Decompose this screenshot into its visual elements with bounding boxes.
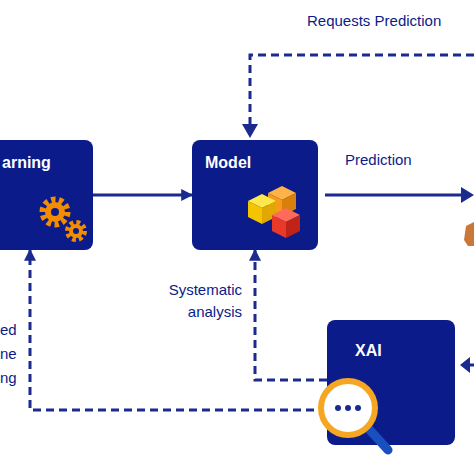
connector-arrow <box>93 194 192 197</box>
edge-label: ed ne ng <box>0 318 22 390</box>
arrow-head <box>460 357 470 373</box>
flow-label: Prediction <box>345 149 412 171</box>
connector-arrow <box>30 250 327 410</box>
gear-icon <box>43 200 84 239</box>
process-box: Model <box>192 140 318 250</box>
flow-label: Requests Prediction <box>307 10 441 32</box>
cube-icon <box>248 186 300 238</box>
arrow-head <box>461 187 474 203</box>
box-title: arning <box>2 154 93 172</box>
arrow-head <box>242 124 258 138</box>
box-title: XAI <box>355 342 455 360</box>
magnifier-icon <box>321 381 388 450</box>
person-illustration <box>464 222 474 246</box>
prediction-line <box>325 194 462 197</box>
edge-label: Systematic analysis <box>146 279 242 323</box>
incoming-line <box>470 364 474 367</box>
connector-arrow <box>255 250 327 380</box>
box-title: Model <box>205 154 318 172</box>
request-line <box>250 55 474 126</box>
